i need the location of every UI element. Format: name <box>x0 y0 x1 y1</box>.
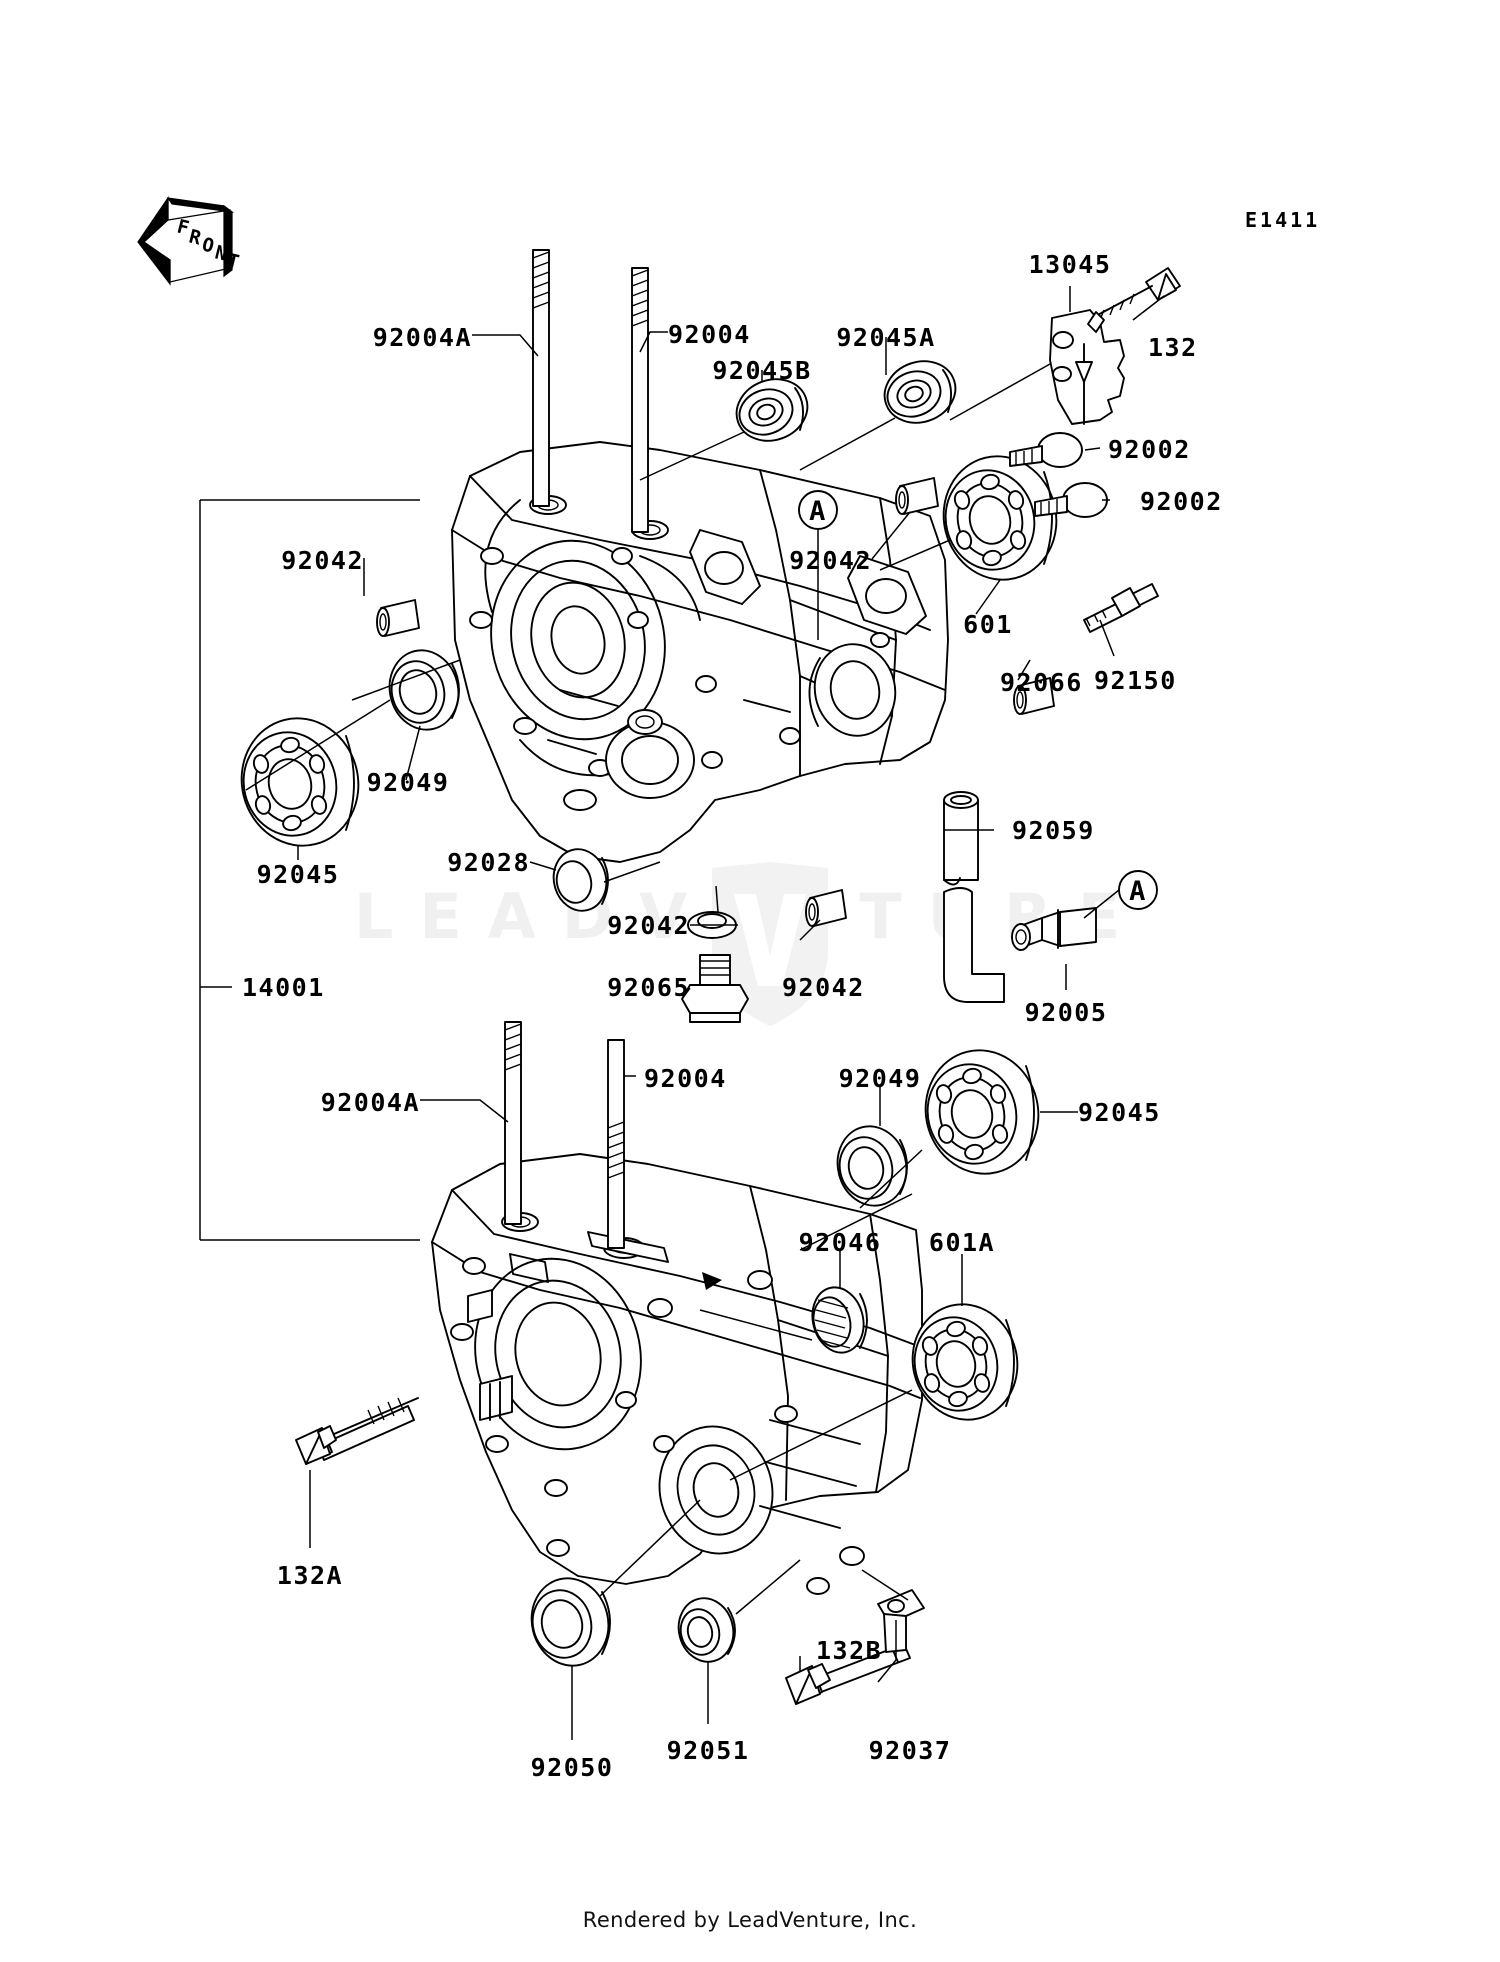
svg-text:N: N <box>213 242 229 266</box>
part-92002-bolt-upper <box>1009 432 1083 468</box>
label-92004A-lower: 92004A <box>320 1088 420 1117</box>
part-92150-bolt <box>1083 583 1159 633</box>
label-92004A-upper: 92004A <box>372 323 472 352</box>
label-92066: 92065 <box>607 973 690 1002</box>
footer-attribution: Rendered by LeadVenture, Inc. <box>582 1908 918 1932</box>
label-92028: 92028 <box>447 848 530 877</box>
label-92065: 92042 <box>607 911 690 940</box>
callout-letter-a-1: A <box>809 496 827 527</box>
label-92150: 92150 <box>1094 666 1177 695</box>
part-92050-oil-seal <box>530 1577 611 1667</box>
part-92045-ball-bearing-upper <box>240 717 360 847</box>
label-601: 601 <box>963 610 1013 639</box>
part-92002-bolt-lower <box>1034 482 1108 518</box>
part-92045A-bearing <box>883 360 957 424</box>
label-132: 132 <box>1148 333 1198 362</box>
part-92046-needle-bearing <box>811 1286 868 1354</box>
assembly-bracket-14001 <box>199 499 420 1241</box>
part-92004-stud-upper <box>631 267 649 533</box>
label-92002-b: 92002 <box>1140 487 1223 516</box>
part-92059-tube <box>943 791 1005 1003</box>
callout-a-upper-left <box>798 490 838 640</box>
part-601-ball-bearing <box>942 455 1058 581</box>
leader-lines <box>245 286 1165 1740</box>
part-92045-ball-bearing-lower <box>924 1049 1040 1175</box>
part-92042-dowel-b <box>376 599 420 637</box>
label-92037: 92037 <box>868 1736 952 1765</box>
label-92004-upper: 92004 <box>668 320 751 349</box>
label-92049-lower: 92049 <box>838 1064 922 1093</box>
part-132A-bolt <box>295 1397 419 1465</box>
front-direction-icon: F R O N T <box>137 196 241 286</box>
label-92046: 92046 <box>798 1228 882 1257</box>
label-132B: 132B <box>816 1636 883 1665</box>
part-132-bolt <box>1087 267 1181 333</box>
part-132B-bolt <box>785 1643 911 1705</box>
part-92049-oil-seal-lower <box>836 1125 908 1207</box>
callout-a-upper-right <box>1083 870 1158 919</box>
callout-letter-a-2: A <box>1129 876 1147 907</box>
part-92037-clamp <box>877 1589 925 1653</box>
label-92045-upper: 92045 <box>256 860 340 889</box>
part-92042-dowel-d <box>805 889 847 927</box>
label-92042-d: 92066 <box>1000 668 1083 697</box>
label-92050: 92050 <box>530 1753 614 1782</box>
label-92049-upper: 92049 <box>366 768 450 797</box>
diagram-code: E1411 <box>1245 208 1321 232</box>
label-92045-lower: 92045 <box>1078 1098 1161 1127</box>
label-92005: 92005 <box>1024 998 1108 1027</box>
svg-text:O: O <box>200 234 216 258</box>
label-92045A: 92045A <box>836 323 936 352</box>
label-92042-c: 92042 <box>782 973 865 1002</box>
label-14001: 14001 <box>242 973 325 1002</box>
part-92005-fitting <box>1011 907 1097 951</box>
part-92042-dowel-a <box>895 477 939 515</box>
svg-text:F: F <box>175 216 191 240</box>
part-92004A-stud-lower <box>504 1021 522 1225</box>
label-92042-b: 92042 <box>281 546 364 575</box>
label-92051: 92051 <box>666 1736 750 1765</box>
part-92004-stud-lower <box>607 1039 625 1249</box>
part-92042-dowel-c <box>1013 677 1055 715</box>
label-92002-a: 92002 <box>1108 435 1191 464</box>
part-92004A-stud-upper <box>532 249 550 507</box>
upper-crankcase-body <box>451 441 949 863</box>
part-13045-bracket <box>1049 309 1125 425</box>
label-92059: 92059 <box>1012 816 1095 845</box>
svg-text:T: T <box>225 250 241 274</box>
lower-crankcase-body <box>431 1153 923 1595</box>
part-92049-oil-seal-upper <box>388 649 460 731</box>
label-92045B: 92045B <box>712 356 812 385</box>
label-92042-a: 92042 <box>789 546 872 575</box>
label-13045: 13045 <box>1028 250 1112 279</box>
label-601A: 601A <box>928 1228 996 1257</box>
part-92051-oil-seal <box>677 1597 736 1663</box>
label-92004-lower: 92004 <box>644 1064 727 1093</box>
part-601A-ball-bearing <box>911 1303 1019 1421</box>
label-132A: 132A <box>276 1561 344 1590</box>
part-92028-bushing <box>552 848 609 912</box>
part-92066-drain-plug <box>681 954 749 1023</box>
